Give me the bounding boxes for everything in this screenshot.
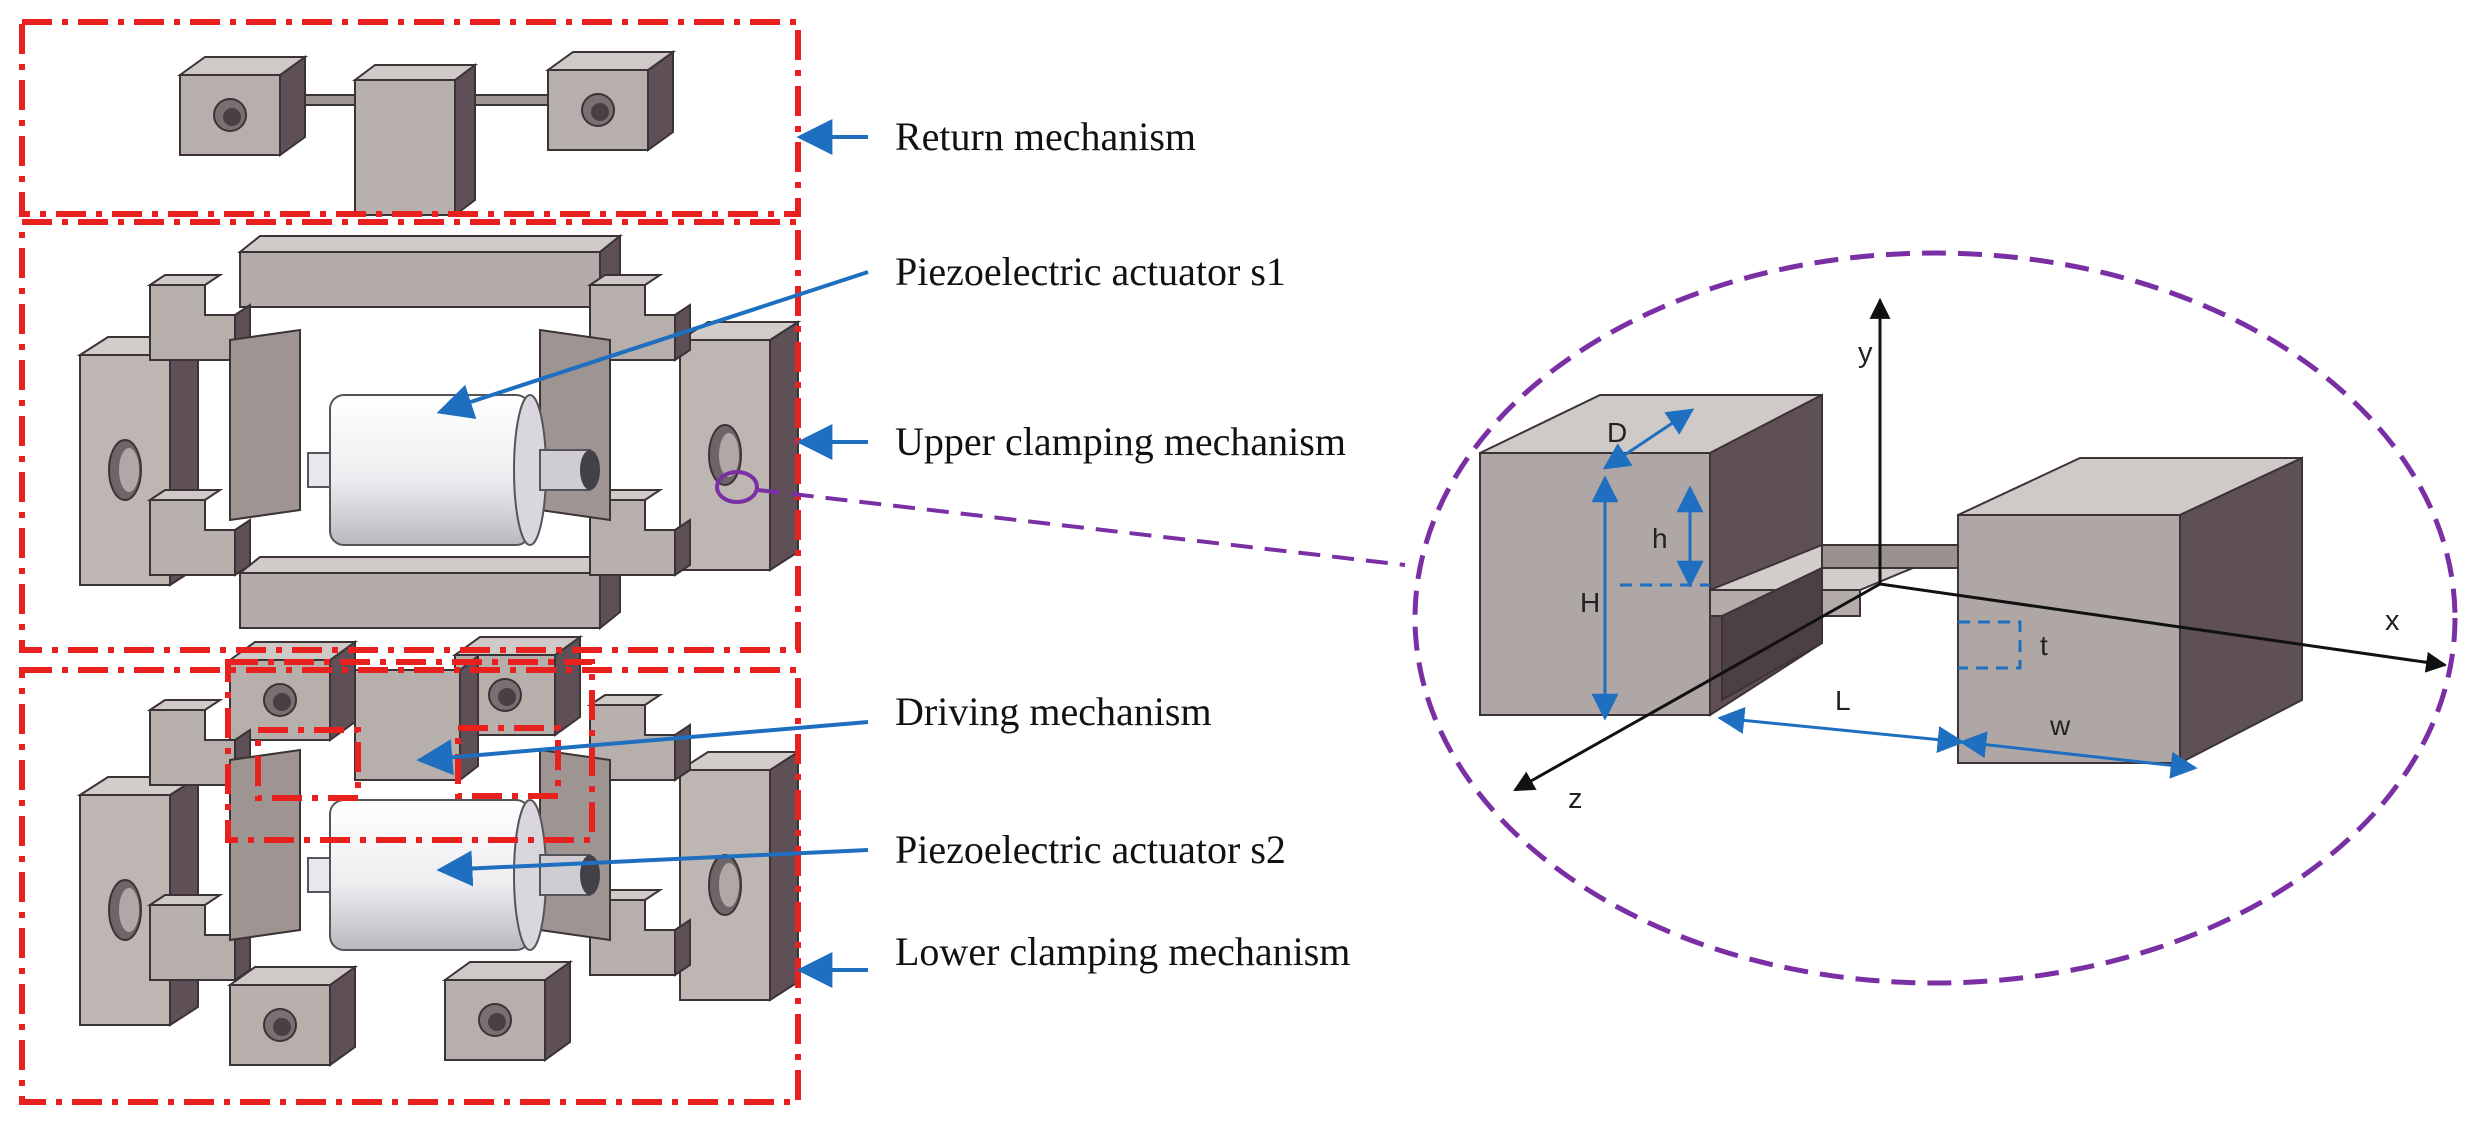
dimension-lines xyxy=(1591,408,2198,779)
leader-arrows xyxy=(416,119,869,988)
mechanism-assembly xyxy=(79,51,799,1066)
return-mechanism-box xyxy=(19,19,801,217)
x-axis xyxy=(1879,582,2448,673)
label-lower-clamping: Lower clamping mechanism xyxy=(895,929,1350,974)
dim-L xyxy=(1717,706,1965,754)
lower-clamping-part xyxy=(79,636,799,1066)
zoom-callout xyxy=(715,250,2458,986)
dim-D-label: D xyxy=(1607,417,1627,448)
zoom-ellipse xyxy=(1412,250,2458,986)
coordinate-axes xyxy=(1513,297,2448,792)
lower-clamping-box xyxy=(19,667,801,1105)
driving-mechanism-box xyxy=(225,659,595,843)
arrow-driving xyxy=(416,720,869,776)
label-driving-mechanism: Driving mechanism xyxy=(895,689,1212,734)
label-actuator-s1: Piezoelectric actuator s1 xyxy=(895,249,1286,294)
driving-inner-box-left xyxy=(255,727,361,801)
arrow-actuator-s2 xyxy=(436,848,869,887)
dim-H-label: H xyxy=(1580,587,1600,618)
x-axis-label: x xyxy=(2385,605,2400,637)
upper-clamping-box xyxy=(19,219,801,653)
return-mechanism-part xyxy=(179,51,674,217)
dim-t-label: t xyxy=(2040,630,2048,661)
arrow-actuator-s1 xyxy=(436,270,869,420)
dim-D xyxy=(1602,408,1695,470)
label-actuator-s2: Piezoelectric actuator s2 xyxy=(895,827,1286,872)
dim-L-label: L xyxy=(1835,685,1851,716)
driving-inner-box-right xyxy=(455,725,561,799)
label-upper-clamping: Upper clamping mechanism xyxy=(895,419,1346,464)
mechanism-labels: Return mechanism Piezoelectric actuator … xyxy=(895,114,1350,974)
z-axis-label: z xyxy=(1568,783,1583,815)
zoom-source-circle xyxy=(715,470,759,504)
flexure-hinge-detail: y x z D h H t L w xyxy=(1479,297,2448,815)
dim-t xyxy=(1958,620,2022,670)
upper-clamping-part xyxy=(79,235,799,629)
dim-w-label: w xyxy=(2049,710,2071,741)
mechanism-boundaries xyxy=(19,19,801,1105)
dim-w xyxy=(1959,731,2198,779)
dim-h-label: h xyxy=(1652,523,1668,554)
y-axis-label: y xyxy=(1858,337,1873,369)
z-axis xyxy=(1513,582,1881,792)
right-block xyxy=(1957,456,2303,765)
label-return-mechanism: Return mechanism xyxy=(895,114,1196,159)
zoom-leader-line xyxy=(757,488,1406,567)
